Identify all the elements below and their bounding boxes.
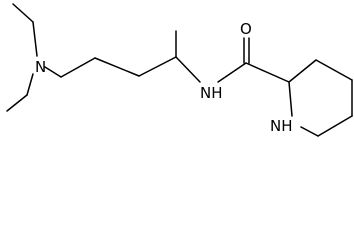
bond-chain-3 (138, 56, 177, 77)
amide-group (217, 37, 290, 83)
pentyl-chain (60, 30, 201, 83)
bond-ring-c5-c6 (317, 115, 353, 137)
bond-chain-1 (60, 57, 96, 78)
atom-labels: N NH O NH (35, 20, 293, 135)
bond-amide-n-to-carbonyl (217, 62, 247, 83)
bond-ring-c2-c3 (288, 59, 317, 83)
bond-ring-n-c2 (288, 81, 293, 117)
amide-oxygen-label: O (240, 20, 252, 38)
bond-chain-to-amide-n (175, 56, 201, 83)
bond-chain-2 (94, 57, 140, 77)
bond-ethyl-bottom-methyl (6, 94, 28, 112)
bond-carbonyl-to-ring (245, 62, 290, 83)
bond-ethyl-top-methyl (12, 3, 34, 23)
amine-nitrogen-label: N (35, 58, 46, 76)
bond-ethyl-bottom-to-n (26, 73, 34, 96)
amide-nh-label: NH (200, 84, 223, 102)
bond-ring-c3-c4 (315, 59, 353, 81)
chemical-structure-canvas: N NH O NH (6, 3, 353, 137)
diethylamino-group (6, 3, 62, 112)
bond-ethyl-top-to-n (32, 21, 38, 57)
ring-nh-label: NH (270, 117, 293, 135)
bond-n-to-chain (44, 66, 62, 78)
bond-ring-c6-n (300, 126, 319, 137)
piperidine-ring (288, 59, 353, 137)
chemical-structure-drawing: N NH O NH (6, 3, 353, 137)
